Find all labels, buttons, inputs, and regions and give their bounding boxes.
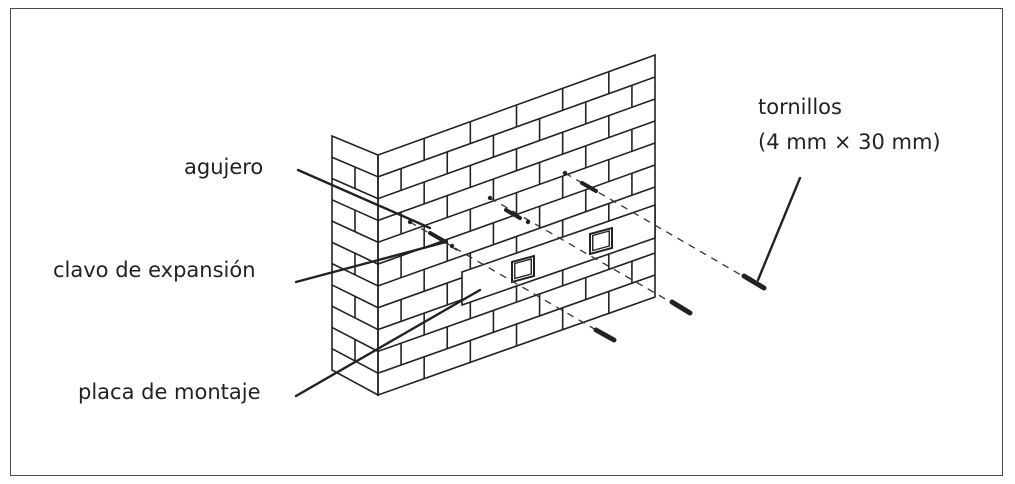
plate-slot-inner	[592, 230, 610, 252]
expansion-anchor	[504, 208, 522, 220]
mortar-line	[331, 241, 379, 265]
wall-side-face	[331, 134, 379, 397]
leader-hole	[296, 168, 432, 230]
mortar-line	[331, 156, 379, 178]
hole-mark	[562, 170, 568, 176]
mounting-plate-face	[461, 203, 656, 307]
hole-mark	[449, 243, 455, 249]
plate-slot-inner	[514, 258, 532, 280]
hole-mark	[525, 219, 531, 225]
expansion-anchor	[580, 181, 598, 193]
screw	[669, 299, 693, 316]
screw-path-dashed	[564, 172, 761, 287]
leader-lines	[294, 168, 802, 398]
hole-mark	[487, 195, 493, 201]
screw	[593, 327, 617, 343]
expansion-anchor	[428, 231, 446, 243]
leader-screws	[756, 176, 802, 282]
mortar-line	[331, 199, 379, 222]
label-screws: tornillos	[758, 95, 842, 119]
label-mounting-plate: placa de montaje	[78, 380, 261, 404]
leader-expansion-anchor	[294, 240, 448, 284]
label-screw-size: (4 mm × 30 mm)	[758, 130, 941, 154]
screw	[741, 273, 767, 291]
figure-frame	[10, 8, 1003, 476]
leader-mounting-plate	[294, 288, 482, 398]
mounting-plate	[461, 203, 656, 307]
screws	[407, 170, 767, 343]
label-expansion-anchor: clavo de expansión	[53, 258, 256, 282]
label-hole: agujero	[184, 155, 264, 179]
